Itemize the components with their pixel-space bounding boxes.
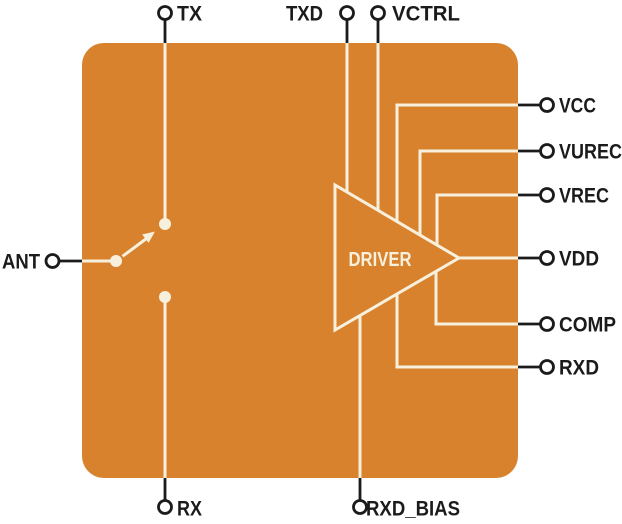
pin-vcc: VCC <box>518 95 596 118</box>
pin-rx: RX <box>157 478 202 521</box>
chip-body <box>82 43 518 478</box>
pin-tx: TX <box>157 3 202 43</box>
ant-terminal <box>44 253 61 269</box>
pin-rxd-bias: RXD_BIAS <box>352 478 460 521</box>
switch-tx-node-dot <box>159 218 171 230</box>
wire-vcc <box>395 103 518 222</box>
vrec-terminal <box>539 187 555 203</box>
rxd-bias-label: RXD_BIAS <box>366 498 460 521</box>
vdd-label: VDD <box>559 248 599 271</box>
vctrl-terminal <box>370 5 386 21</box>
ant-label: ANT <box>2 251 40 274</box>
switch-rx-node-dot <box>159 291 171 303</box>
rx-terminal <box>157 499 173 515</box>
pin-vdd: VDD <box>518 248 599 271</box>
pin-vurec: VUREC <box>518 141 622 164</box>
pin-txd: TXD <box>286 3 355 43</box>
vdd-terminal <box>539 250 555 266</box>
rxd-label: RXD <box>559 357 599 380</box>
switch-arm-line <box>121 237 148 258</box>
switch-common-node-dot <box>110 255 122 267</box>
tx-terminal <box>157 5 173 21</box>
comp-label: COMP <box>559 314 616 337</box>
driver-block: DRIVER <box>333 182 462 333</box>
comp-terminal <box>539 316 555 332</box>
tx-label: TX <box>177 3 202 26</box>
driver-label: DRIVER <box>349 249 412 271</box>
txd-terminal <box>339 5 355 21</box>
driver-amplifier-symbol <box>333 182 462 333</box>
switch-arrow-icon <box>142 231 155 243</box>
rxd-bias-terminal <box>352 499 368 515</box>
pin-vrec: VREC <box>518 185 609 208</box>
wire-comp <box>434 271 518 326</box>
vctrl-label: VCTRL <box>392 3 460 26</box>
vurec-label: VUREC <box>559 141 622 164</box>
rxd-terminal <box>539 359 555 375</box>
pin-vctrl: VCTRL <box>370 3 460 43</box>
rx-label: RX <box>177 498 202 521</box>
vcc-label: VCC <box>559 95 596 118</box>
txd-label: TXD <box>286 3 323 26</box>
vcc-terminal <box>539 97 555 113</box>
antenna-switch-symbol <box>110 218 171 303</box>
pin-ant: ANT <box>2 251 82 274</box>
wire-vurec <box>418 149 518 235</box>
pin-rxd: RXD <box>518 357 599 380</box>
pin-comp: COMP <box>518 314 616 337</box>
vrec-label: VREC <box>559 185 609 208</box>
vurec-terminal <box>539 143 555 159</box>
wire-rxd <box>395 294 518 369</box>
wire-vrec <box>435 193 518 245</box>
